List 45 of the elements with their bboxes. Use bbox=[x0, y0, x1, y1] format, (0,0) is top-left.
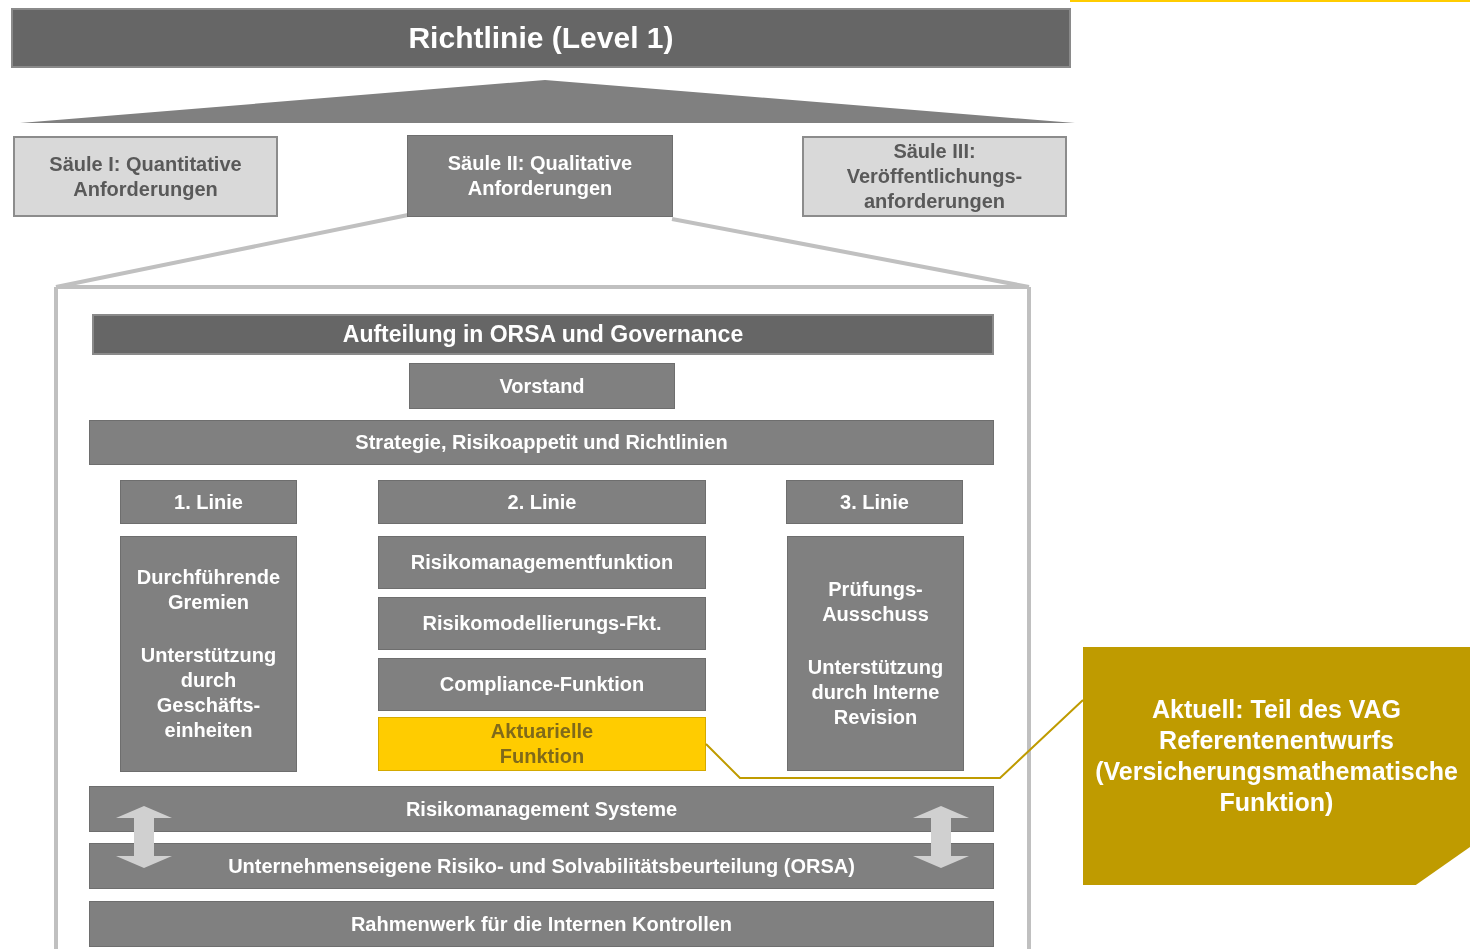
box-label: Risikomanagementfunktion bbox=[410, 550, 674, 575]
pillar-box bbox=[802, 136, 1067, 217]
box-label: Aufteilung in ORSA und Governance bbox=[342, 320, 744, 349]
box-label: Compliance-Funktion bbox=[439, 672, 645, 697]
box-label: Unterstützung durch Geschäfts- einheiten bbox=[139, 643, 278, 743]
box-label: Aktuell: Teil des VAG Referentenentwurfs (Versicherungsmathematische Funktion) bbox=[1094, 693, 1459, 819]
process-box bbox=[89, 843, 994, 889]
box-label: Säule III: Veröffentlichungs- anforderungen bbox=[845, 139, 1024, 214]
process-box bbox=[378, 480, 706, 524]
process-box bbox=[89, 901, 994, 947]
box-label: 2. Linie bbox=[507, 489, 577, 515]
callout-box bbox=[1083, 647, 1470, 885]
box-label: Durchführende Gremien bbox=[135, 565, 282, 615]
box-label: Unterstützung durch Interne Revision bbox=[806, 655, 945, 730]
process-box bbox=[120, 536, 297, 772]
box-label: Vorstand bbox=[499, 373, 585, 399]
header-bar bbox=[92, 314, 994, 355]
process-box bbox=[787, 536, 964, 771]
highlight-box bbox=[378, 717, 706, 771]
process-box bbox=[786, 480, 963, 524]
process-box bbox=[89, 420, 994, 465]
process-box bbox=[89, 786, 994, 832]
box-label: Aktuarielle Funktion bbox=[489, 719, 595, 769]
box-label: 1. Linie bbox=[174, 489, 243, 515]
process-box bbox=[409, 363, 675, 409]
box-label: Risikomanagement Systeme bbox=[405, 796, 678, 822]
process-box bbox=[407, 135, 673, 217]
double-arrow bbox=[116, 806, 172, 868]
box-label: Säule I: Quantitative Anforderungen bbox=[48, 151, 243, 202]
box-label: Strategie, Risikoappetit und Richtlinien bbox=[355, 430, 728, 455]
box-label: Risikomodellierungs-Fkt. bbox=[422, 611, 662, 636]
box-label: Rahmenwerk für die Internen Kontrollen bbox=[350, 911, 733, 937]
process-box bbox=[378, 536, 706, 589]
title-bar bbox=[11, 8, 1071, 68]
leader-line bbox=[705, 699, 1084, 779]
process-box bbox=[120, 480, 297, 524]
box-label: Prüfungs- Ausschuss bbox=[821, 577, 930, 627]
process-box bbox=[378, 597, 706, 650]
double-arrow bbox=[913, 806, 969, 868]
box-label: Unternehmenseigene Risiko- und Solvabilitätsbeurteilung (ORSA) bbox=[228, 853, 855, 879]
box-label: Säule II: Qualitative Anforderungen bbox=[446, 151, 634, 201]
pillar-box bbox=[13, 136, 278, 217]
box-label: 3. Linie bbox=[840, 489, 909, 515]
process-box bbox=[378, 658, 706, 711]
box-label: Richtlinie (Level 1) bbox=[408, 20, 674, 57]
